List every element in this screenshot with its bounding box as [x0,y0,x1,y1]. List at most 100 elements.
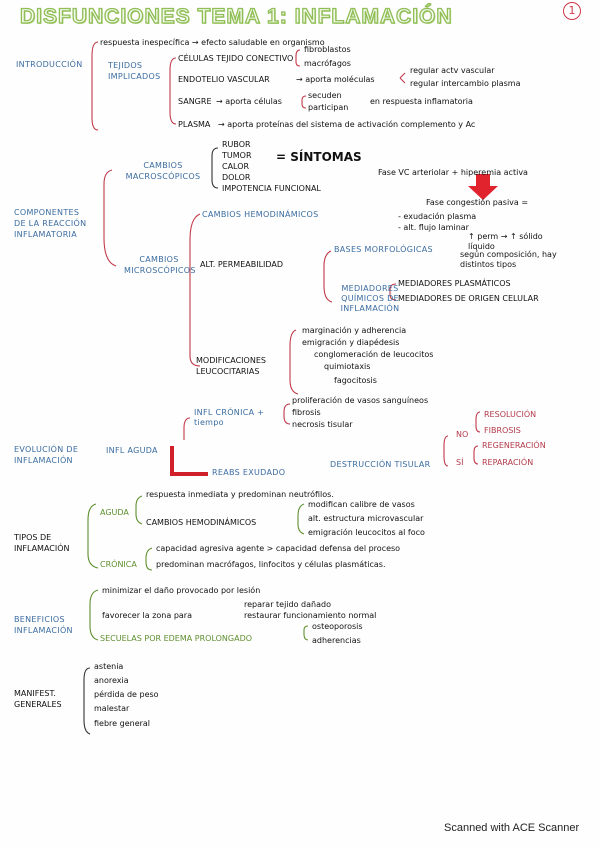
secuela-1: osteoporosis [312,622,363,631]
macrofagos: macrófagos [304,59,351,68]
macro-item-1: RUBOR [222,140,251,149]
si-item-2: REPARACIÓN [482,458,534,467]
sangre-note: → aporta células [216,97,282,106]
intro-label: INTRODUCCIÓN [16,60,83,69]
evol-si: SÍ [456,458,464,467]
manifest-item-3: pérdida de peso [94,690,159,699]
leuco-bracket [289,329,299,395]
bases-note: según composición, hay distintos tipos [460,250,557,269]
mediadores-label: MEDIADORES QUÍMICOS DE INFLAMACIÓN [340,284,400,313]
cronica-2: predominan macrófagos, linfocitos y célu… [156,560,386,569]
regular-2: regular intercambio plasma [410,79,521,88]
modif-label: MODIFICACIONES LEUCOCITARIAS [196,356,266,376]
intro-response: respuesta inespecífica → efecto saludabl… [100,38,325,47]
componentes-label-2: DE LA REACCIÓN [14,219,87,228]
perm: ↑ perm → ↑ sólido líquido [468,232,543,251]
med-plasma: MEDIADORES PLASMÁTICOS [398,279,511,288]
tipos-bracket [87,503,99,569]
manifest-bracket [83,667,91,735]
page-number: 1 [563,2,581,20]
alt-perm-bracket [323,250,333,303]
sangre-resp: en respuesta inflamatoria [370,97,473,106]
bases-label: BASES MORFOLÓGICAS [334,245,433,254]
sangre-bracket [301,95,307,109]
destruccion-tisular: DESTRUCCIÓN TISULAR [330,460,431,469]
endotelio-label: ENDOTELIO VASCULAR [178,75,270,84]
fase-congestion: Fase congestión pasiva = [426,198,529,207]
plasma-label: PLASMA [178,120,211,129]
sangre-c2: participan [308,103,349,112]
componentes-label-1: COMPONENTES [14,208,80,217]
beneficio-2c: restaurar funcionamiento normal [244,611,377,620]
fase-vc: Fase VC arteriolar + hiperemia activa [378,168,528,177]
celulas-label: CÉLULAS TEJIDO CONECTIVO [178,54,294,63]
leuco-item-3: conglomeración de leucocitos [314,350,434,359]
hemo-label: CAMBIOS HEMODINÁMICOS [202,210,319,219]
tipos-aguda: AGUDA [100,508,129,517]
hemo-item-1: modifican calibre de vasos [308,500,415,509]
manifest-item-2: anorexia [94,676,129,685]
beneficio-1: minimizar el daño provocado por lesión [102,586,261,595]
cronica-1: capacidad agresiva agente > capacidad de… [156,544,401,553]
cronica-item-3: necrosis tisular [292,420,353,429]
tejidos-label: TEJIDOS IMPLICADOS [108,61,161,81]
tipos-hemo: CAMBIOS HEMODINÁMICOS [146,518,257,527]
endotelio-fork [399,72,406,84]
sangre-c1: secuden [308,91,342,100]
macro-item-4: DOLOR [222,173,251,182]
tejidos-bracket [169,57,177,125]
scanner-footer: Scanned with ACE Scanner [444,822,580,834]
hemo-bracket [297,503,305,535]
beneficio-2a: reparar tejido dañado [244,600,331,609]
beneficios-label: BENEFICIOS INFLAMACIÓN [14,615,73,635]
exudacion: - exudación plasma [398,212,477,221]
tipos-label: TIPOS DE INFLAMACIÓN [14,533,70,553]
aguda-resp: respuesta inmediata y predominan neutróf… [146,490,334,499]
micro-bracket [189,213,201,367]
plasma-note: → aporta proteínas del sistema de activa… [218,120,476,129]
mediadores-bracket [389,283,397,301]
macro-item-3: CALOR [222,162,250,171]
endotelio-note: → aporta moléculas [296,75,375,84]
infl-aguda: INFL AGUDA [106,446,158,455]
alt-flujo: - alt. flujo laminar [398,223,469,232]
reabs-exudado: REABS EXUDADO [212,468,286,477]
manifest-item-5: fiebre general [94,719,151,728]
manifest-item-1: astenia [94,662,124,671]
destruccion-bracket [443,435,449,467]
celulas-bracket [295,49,301,67]
leuco-item-5: fagocitosis [334,376,377,385]
reabs-red-arrow [170,446,208,476]
manifest-item-4: malestar [94,704,130,713]
no-item-2: FIBROSIS [484,426,521,435]
cronica-item-1: proliferación de vasos sanguíneos [292,396,429,405]
secuelas-label: SECUELAS POR EDEMA PROLONGADO [100,634,253,643]
beneficio-2b: favorecer la zona para [102,611,192,620]
evol-no: NO [456,430,469,439]
no-bracket [475,411,481,433]
si-item-1: REGENERACIÓN [482,441,546,450]
leuco-item-4: quimiotaxis [324,362,371,371]
page-title: DISFUNCIONES TEMA 1: INFLAMACIÓN [19,4,453,28]
med-celular: MEDIADORES DE ORIGEN CELULAR [398,294,539,303]
alt-perm-label: ALT. PERMEABILIDAD [200,260,284,269]
sangre-label: SANGRE [178,97,212,106]
componentes-label-3: INFLAMATORIA [14,230,77,239]
si-bracket [473,445,479,465]
aguda-bracket [135,495,143,525]
manifest-label: MANIFEST. GENERALES [14,689,62,709]
regular-1: regular actv vascular [410,66,495,75]
macro-item-2: TUMOR [222,151,252,160]
componentes-bracket [103,169,117,267]
cronica-item-2: fibrosis [292,408,321,417]
infl-cronica: INFL CRÓNICA + tiempo [194,408,265,427]
hemo-item-3: emigración leucocitos al foco [308,528,425,537]
intro-bracket [91,41,99,131]
no-item-1: RESOLUCIÓN [484,410,537,419]
tipos-cronica: CRÓNICA [100,560,137,569]
beneficios-bracket [89,589,99,641]
macro-item-5: IMPOTENCIA FUNCIONAL [222,184,321,193]
